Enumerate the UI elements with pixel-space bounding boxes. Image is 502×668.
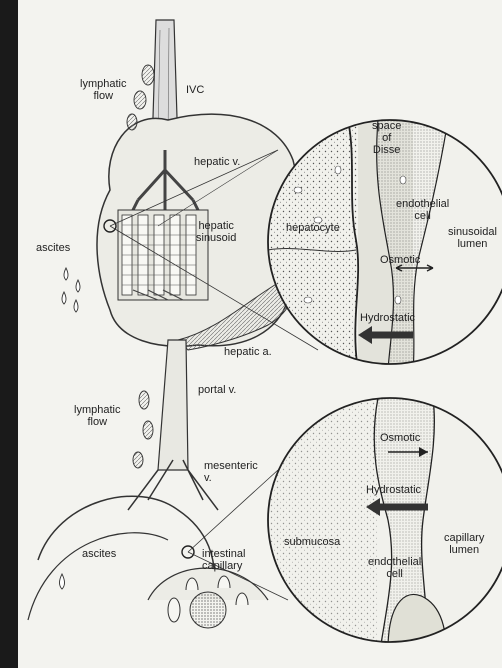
label-osmotic-top: Osmotic	[380, 254, 420, 266]
label-capillary-lumen: capillary lumen	[444, 532, 484, 556]
label-endothelial-cell-top: endothelial cell	[396, 198, 449, 222]
label-space-of-disse: space of Disse	[372, 120, 401, 156]
label-sinusoidal-lumen: sinusoidal lumen	[448, 226, 497, 250]
label-intestinal-capillary: intestinal capillary	[202, 548, 245, 572]
label-mesenteric-v: mesenteric v.	[204, 460, 258, 484]
ascites-drops	[60, 268, 81, 589]
label-portal-v: portal v.	[198, 384, 236, 396]
label-osmotic-bottom: Osmotic	[380, 432, 420, 444]
portal-vein	[158, 340, 188, 470]
label-hydrostatic-bottom: Hydrostatic	[366, 484, 421, 496]
label-ascites-top: ascites	[36, 242, 70, 254]
page: lymphatic flow IVC hepatic v. space of D…	[18, 0, 502, 668]
label-hepatocyte: hepatocyte	[286, 222, 340, 234]
label-ascites-bottom: ascites	[82, 548, 116, 560]
label-hepatic-v: hepatic v.	[194, 156, 240, 168]
label-ivc: IVC	[186, 84, 204, 96]
label-endothelial-cell-bottom: endothelial cell	[368, 556, 421, 580]
hepatic-sinusoid-lobule	[118, 210, 208, 300]
label-submucosa: submucosa	[284, 536, 340, 548]
label-hydrostatic-top: Hydrostatic	[360, 312, 415, 324]
label-lymphatic-flow-top: lymphatic flow	[80, 78, 126, 102]
label-hepatic-a: hepatic a.	[224, 346, 272, 358]
label-lymphatic-flow-bottom: lymphatic flow	[74, 404, 120, 428]
label-hepatic-sinusoid: hepatic sinusoid	[196, 220, 236, 244]
